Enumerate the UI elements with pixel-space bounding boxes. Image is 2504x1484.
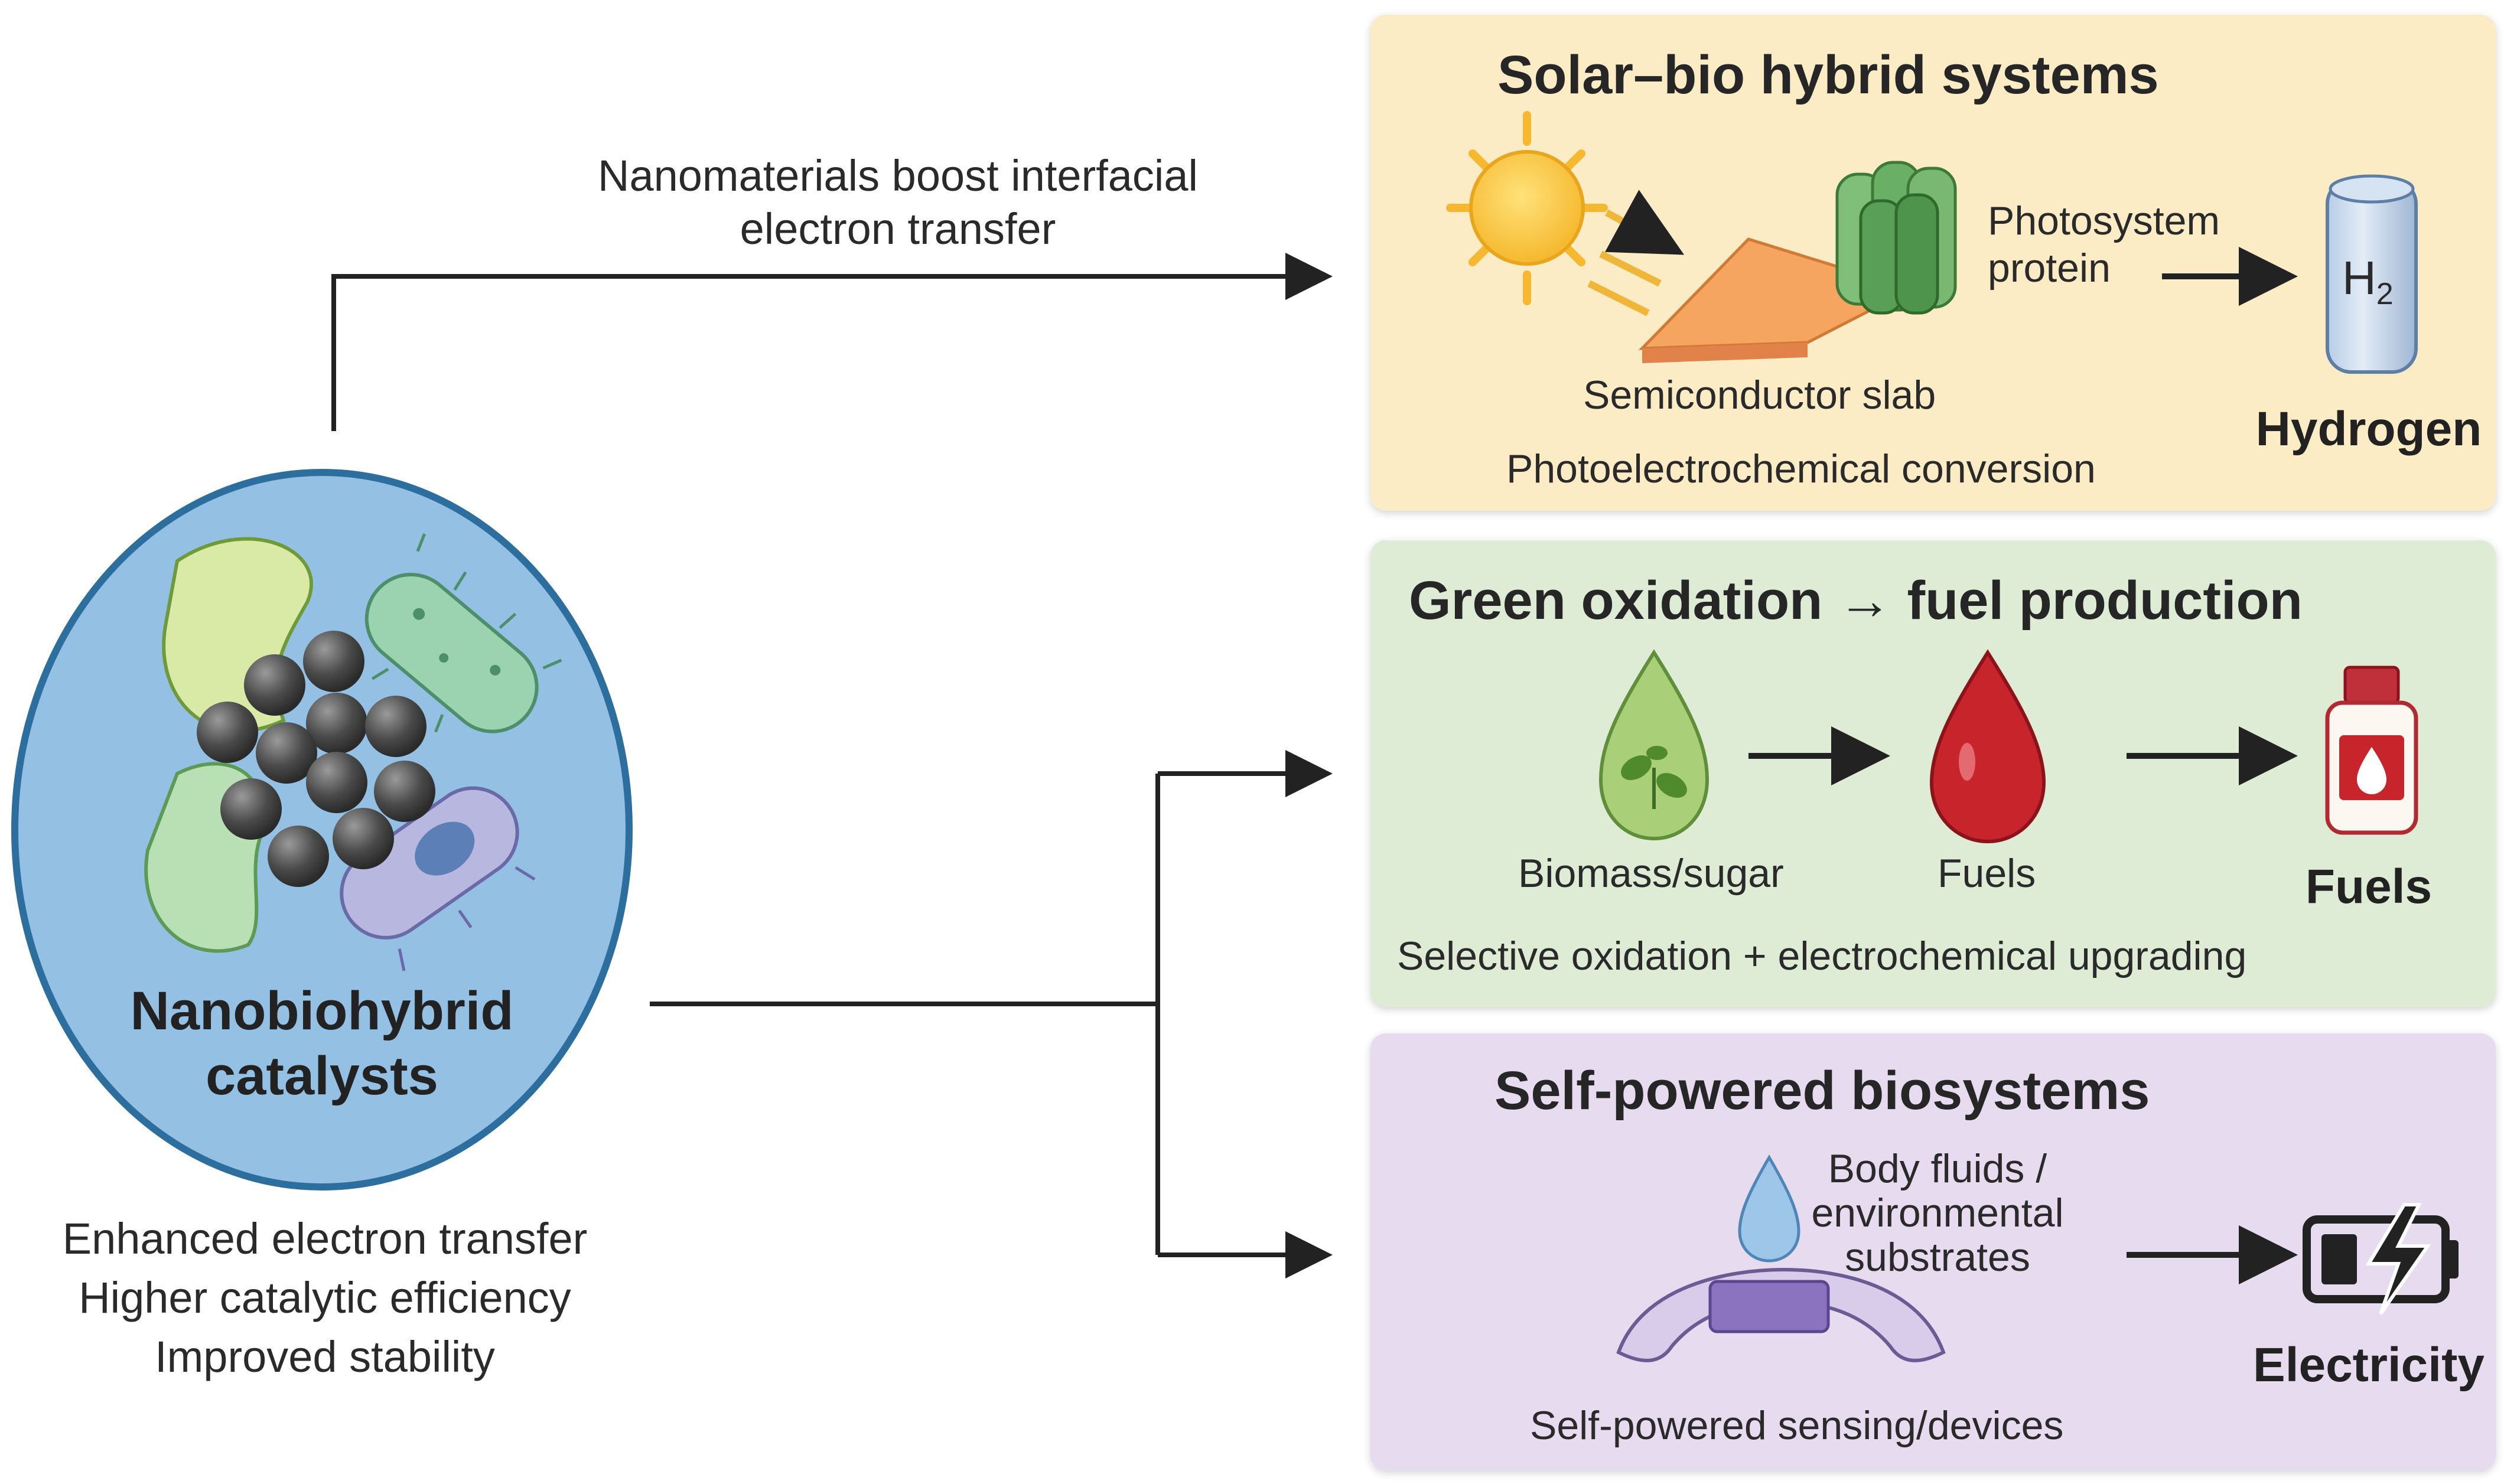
solar-caption: Photoelectrochemical conversion <box>1506 446 2096 491</box>
solar-panel-title: Solar–bio hybrid systems <box>1497 45 2159 105</box>
photosystem-protein-icon <box>1835 161 1957 315</box>
sensor-patch-icon <box>1616 1267 1946 1362</box>
connector-label-line2: electron transfer <box>740 204 1056 253</box>
hydrogen-formula-symbol: H <box>2342 252 2376 304</box>
self-panel-title: Self-powered biosystems <box>1494 1061 2150 1121</box>
semiconductor-label: Semiconductor slab <box>1583 373 1936 418</box>
fluid-label-line1: Body fluids / <box>1828 1146 2047 1191</box>
water-drop-icon <box>1738 1154 1800 1263</box>
green-panel-title: Green oxidation → fuel production <box>1409 570 2303 631</box>
nanobiohybrid-circle <box>11 469 633 1191</box>
electricity-label: Electricity <box>2253 1338 2485 1392</box>
biomass-label: Biomass/sugar <box>1518 851 1784 896</box>
connector-top <box>331 253 1333 431</box>
leaf-drop-icon <box>1598 649 1710 841</box>
hydrogen-label: Hydrogen <box>2255 402 2482 456</box>
self-caption: Self-powered sensing/devices <box>1530 1403 2064 1448</box>
battery-icon <box>2303 1203 2459 1315</box>
fuels-mid-label: Fuels <box>1938 851 2036 896</box>
fuel-drop-icon <box>1929 649 2046 844</box>
benefit-3: Improved stability <box>155 1332 495 1381</box>
fuels-product-label: Fuels <box>2305 860 2433 914</box>
sun-icon <box>1446 111 1685 317</box>
benefit-2: Higher catalytic efficiency <box>79 1273 571 1322</box>
fuel-bottle-icon <box>2325 666 2418 835</box>
nanoparticle-cluster <box>197 631 435 887</box>
photosystem-label-line2: protein <box>1988 246 2111 291</box>
hydrogen-cylinder-icon <box>2326 174 2418 374</box>
benefit-1: Enhanced electron transfer <box>62 1214 588 1263</box>
connector-split <box>650 750 1333 1278</box>
connector-label-line1: Nanomaterials boost interfacial <box>598 151 1198 200</box>
fluid-label-line2: environmental <box>1811 1191 2064 1235</box>
left-title-line2: catalysts <box>206 1046 438 1106</box>
hydrogen-formula-subscript: 2 <box>2376 277 2394 311</box>
hydrogen-formula: H2 <box>2342 251 2394 312</box>
photosystem-label-line1: Photosystem <box>1988 198 2220 243</box>
left-title-line1: Nanobiohybrid <box>130 981 514 1041</box>
green-caption: Selective oxidation + electrochemical up… <box>1397 934 2247 979</box>
fluid-label-line3: substrates <box>1845 1235 2030 1280</box>
